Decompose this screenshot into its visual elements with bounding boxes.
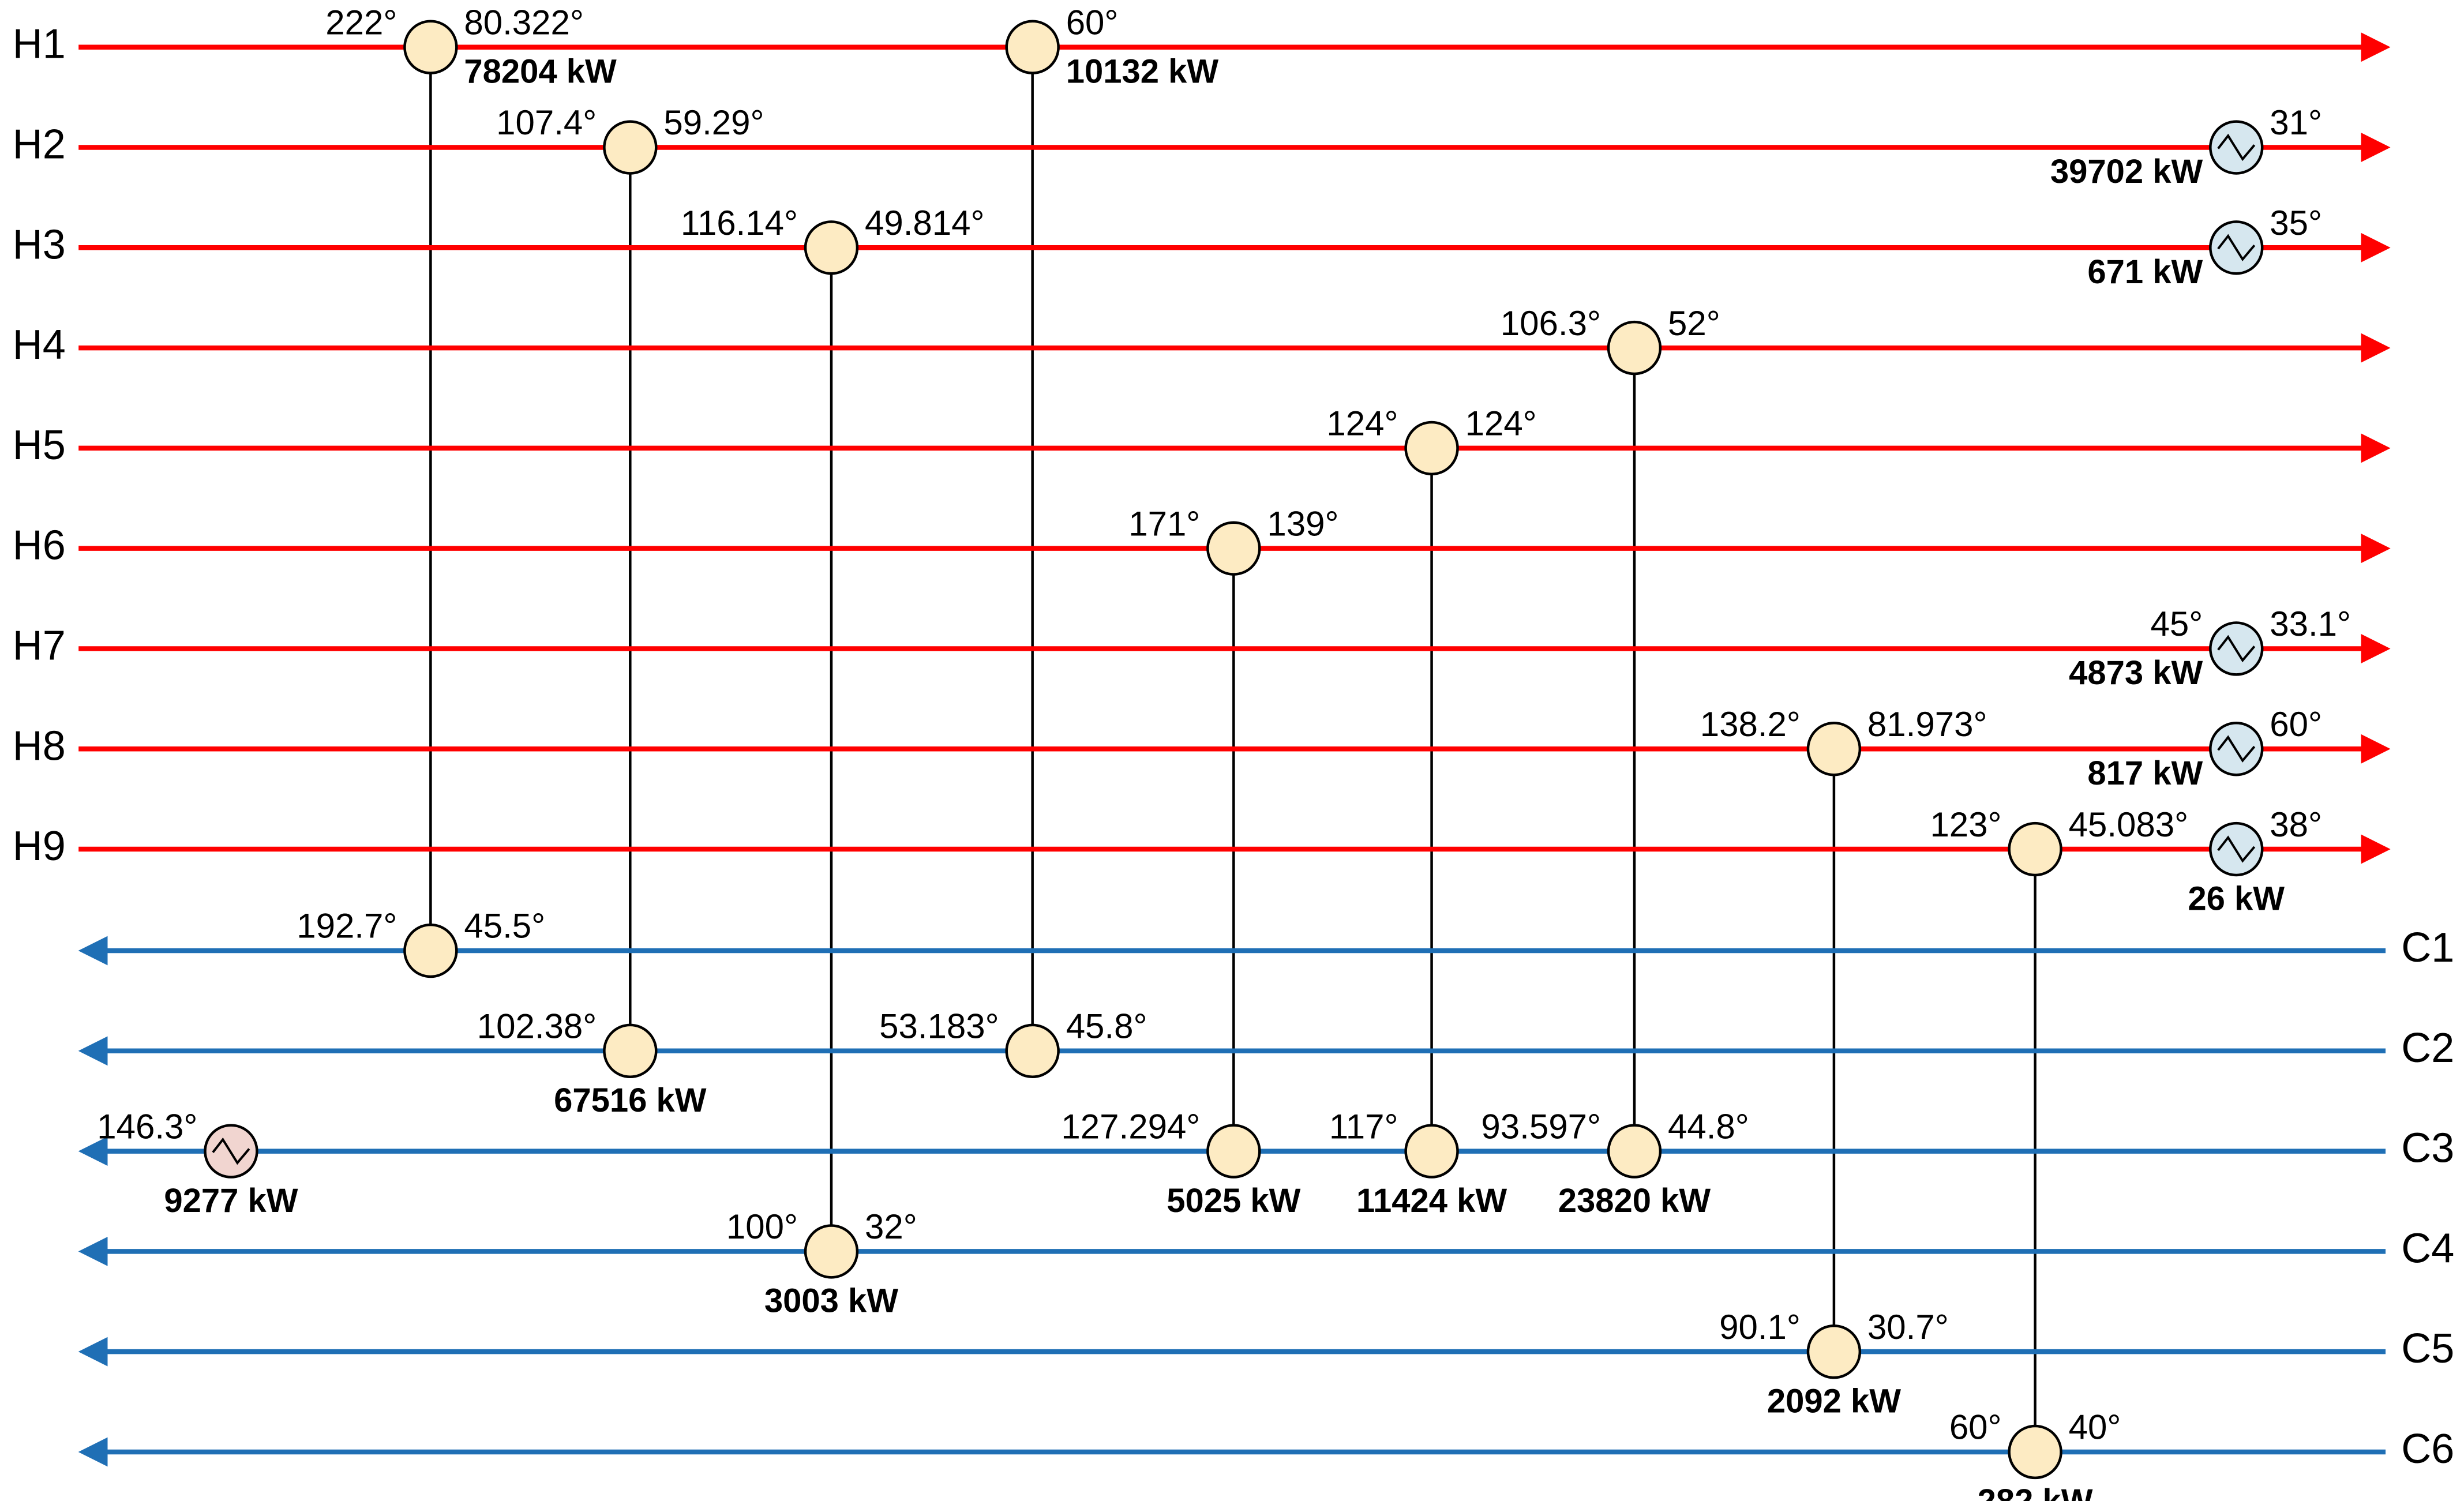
hot-stream-h5-label: H5 xyxy=(13,422,66,468)
hot-stream-h7-label: H7 xyxy=(13,622,66,669)
cooler-h3-outlet-temp: 35° xyxy=(2270,204,2322,242)
exchanger-e5-cold-outlet-temp: 127.294° xyxy=(1061,1107,1200,1146)
exchanger-e9-hot-inlet-temp: 123° xyxy=(1930,805,2001,844)
exchanger-e7-cold-outlet-temp: 93.597° xyxy=(1481,1107,1601,1146)
hot-stream-h4-label: H4 xyxy=(13,322,66,368)
cooler-h2-duty: 39702 kW xyxy=(2050,153,2203,190)
exchanger-e6-duty: 11424 kW xyxy=(1356,1182,1507,1219)
exchanger-e7-hot-side[interactable] xyxy=(1607,320,1662,376)
exchanger-e3-hot-outlet-temp: 49.814° xyxy=(865,204,985,242)
exchanger-e6-cold-side[interactable] xyxy=(1404,1124,1459,1179)
exchanger-e7-cold-inlet-temp: 44.8° xyxy=(1668,1107,1749,1146)
cooler-h3-duty: 671 kW xyxy=(2087,253,2203,291)
exchanger-e5-hot-outlet-temp: 139° xyxy=(1267,504,1338,543)
exchanger-e4-cold-outlet-temp: 53.183° xyxy=(879,1007,999,1046)
cold-stream-c5-label: C5 xyxy=(2401,1326,2454,1372)
exchanger-e2-hot-side[interactable] xyxy=(603,120,658,175)
exchanger-e8-hot-inlet-temp: 138.2° xyxy=(1700,705,1801,744)
exchanger-e1-hot-inlet-temp: 222° xyxy=(325,3,397,42)
hot-stream-h2-label: H2 xyxy=(13,122,66,168)
cold-stream-c1-label: C1 xyxy=(2401,925,2454,971)
exchanger-e8-hot-side[interactable] xyxy=(1806,722,1862,776)
hot-stream-h6-label: H6 xyxy=(13,523,66,569)
hot-stream-h3-label: H3 xyxy=(13,222,66,268)
exchanger-e2-cold-outlet-temp: 102.38° xyxy=(477,1007,597,1046)
exchanger-e3-duty: 3003 kW xyxy=(764,1282,898,1320)
exchanger-e5-hot-side[interactable] xyxy=(1206,521,1261,576)
cooler-h7-cooler-icon[interactable] xyxy=(2209,621,2264,676)
stream-lines xyxy=(78,32,2391,1467)
exchanger-e4-hot-outlet-temp: 60° xyxy=(1066,3,1119,42)
cooler-h2-cooler-icon[interactable] xyxy=(2209,120,2264,175)
exchanger-e8-cold-side[interactable] xyxy=(1806,1324,1862,1379)
exchanger-e3-cold-inlet-temp: 32° xyxy=(865,1207,917,1246)
exchanger-e5-hot-inlet-temp: 171° xyxy=(1128,504,1200,543)
cooler-h7-outlet-temp: 33.1° xyxy=(2270,605,2351,643)
cooler-h8-outlet-temp: 60° xyxy=(2270,705,2322,744)
exchanger-e4-cold-side[interactable] xyxy=(1005,1023,1060,1079)
cooler-h7-duty: 4873 kW xyxy=(2069,654,2203,692)
exchanger-e1-hot-side[interactable] xyxy=(403,20,458,74)
exchanger-e9-cold-outlet-temp: 60° xyxy=(1949,1408,2002,1447)
exchanger-e1-cold-inlet-temp: 45.5° xyxy=(464,907,545,945)
cooler-h3-cooler-icon[interactable] xyxy=(2209,220,2264,275)
exchanger-e8-cold-inlet-temp: 30.7° xyxy=(1867,1308,1949,1346)
exchanger-e1-duty: 78204 kW xyxy=(464,52,617,90)
heater-c3-heater-icon[interactable] xyxy=(204,1124,258,1179)
hot-stream-h1-label: H1 xyxy=(13,21,66,67)
cooler-h9-cooler-icon[interactable] xyxy=(2209,821,2264,877)
exchanger-e1-cold-outlet-temp: 192.7° xyxy=(297,907,397,945)
exchanger-e5-cold-side[interactable] xyxy=(1206,1124,1261,1179)
cooler-h2-outlet-temp: 31° xyxy=(2270,103,2322,142)
exchanger-e2-hot-inlet-temp: 107.4° xyxy=(496,103,597,142)
cold-stream-c6-label: C6 xyxy=(2401,1426,2454,1472)
heater-c3-duty: 9277 kW xyxy=(164,1182,298,1219)
exchanger-e2-cold-side[interactable] xyxy=(603,1023,658,1079)
exchanger-e9-duty: 282 kW xyxy=(1978,1483,2093,1501)
cooler-h9-duty: 26 kW xyxy=(2188,880,2285,917)
hot-stream-h9-label: H9 xyxy=(13,823,66,869)
exchanger-e5-duty: 5025 kW xyxy=(1167,1182,1300,1219)
exchanger-e9-hot-side[interactable] xyxy=(2008,821,2062,877)
heater-c3-outlet-temp: 146.3° xyxy=(97,1107,197,1146)
exchanger-e6-cold-outlet-temp: 117° xyxy=(1329,1107,1398,1146)
exchanger-e8-hot-outlet-temp: 81.973° xyxy=(1867,705,1987,744)
exchanger-e7-hot-outlet-temp: 52° xyxy=(1668,304,1720,343)
hot-stream-h8-label: H8 xyxy=(13,723,66,769)
exchanger-e1-cold-side[interactable] xyxy=(403,923,458,978)
exchanger-e8-cold-outlet-temp: 90.1° xyxy=(1719,1308,1801,1346)
exchanger-e6-hot-side[interactable] xyxy=(1404,421,1459,476)
exchanger-e7-hot-inlet-temp: 106.3° xyxy=(1501,304,1601,343)
exchanger-e6-hot-outlet-temp: 124° xyxy=(1465,404,1537,443)
exchanger-e7-cold-side[interactable] xyxy=(1607,1124,1662,1179)
exchanger-e3-hot-side[interactable] xyxy=(804,220,859,275)
cooler-h8-duty: 817 kW xyxy=(2087,755,2203,792)
exchanger-e4-cold-inlet-temp: 45.8° xyxy=(1066,1007,1147,1046)
cold-stream-c2-label: C2 xyxy=(2401,1025,2454,1071)
exchanger-e1-hot-outlet-temp: 80.322° xyxy=(464,3,584,42)
exchanger-e6-hot-inlet-temp: 124° xyxy=(1326,404,1398,443)
exchanger-e3-hot-inlet-temp: 116.14° xyxy=(681,204,798,242)
exchanger-e3-cold-outlet-temp: 100° xyxy=(726,1207,798,1246)
cold-stream-c3-label: C3 xyxy=(2401,1125,2454,1172)
cooler-h7-inlet-temp: 45° xyxy=(2150,605,2203,643)
exchanger-e8-duty: 2092 kW xyxy=(1767,1382,1901,1420)
cooler-h8-cooler-icon[interactable] xyxy=(2209,722,2264,776)
exchanger-e4-hot-side[interactable] xyxy=(1005,20,1060,74)
cooler-h9-outlet-temp: 38° xyxy=(2270,805,2322,844)
exchanger-e3-cold-side[interactable] xyxy=(804,1224,859,1279)
exchanger-e2-duty: 67516 kW xyxy=(554,1082,707,1119)
exchanger-e9-hot-outlet-temp: 45.083° xyxy=(2069,805,2189,844)
exchanger-e2-hot-outlet-temp: 59.29° xyxy=(663,103,764,142)
exchanger-e9-cold-side[interactable] xyxy=(2008,1424,2062,1480)
units xyxy=(204,20,2264,1480)
cold-stream-c4-label: C4 xyxy=(2401,1225,2454,1271)
exchanger-e9-cold-inlet-temp: 40° xyxy=(2069,1408,2121,1447)
exchanger-e7-duty: 23820 kW xyxy=(1558,1182,1711,1219)
exchanger-e4-duty: 10132 kW xyxy=(1066,52,1219,90)
